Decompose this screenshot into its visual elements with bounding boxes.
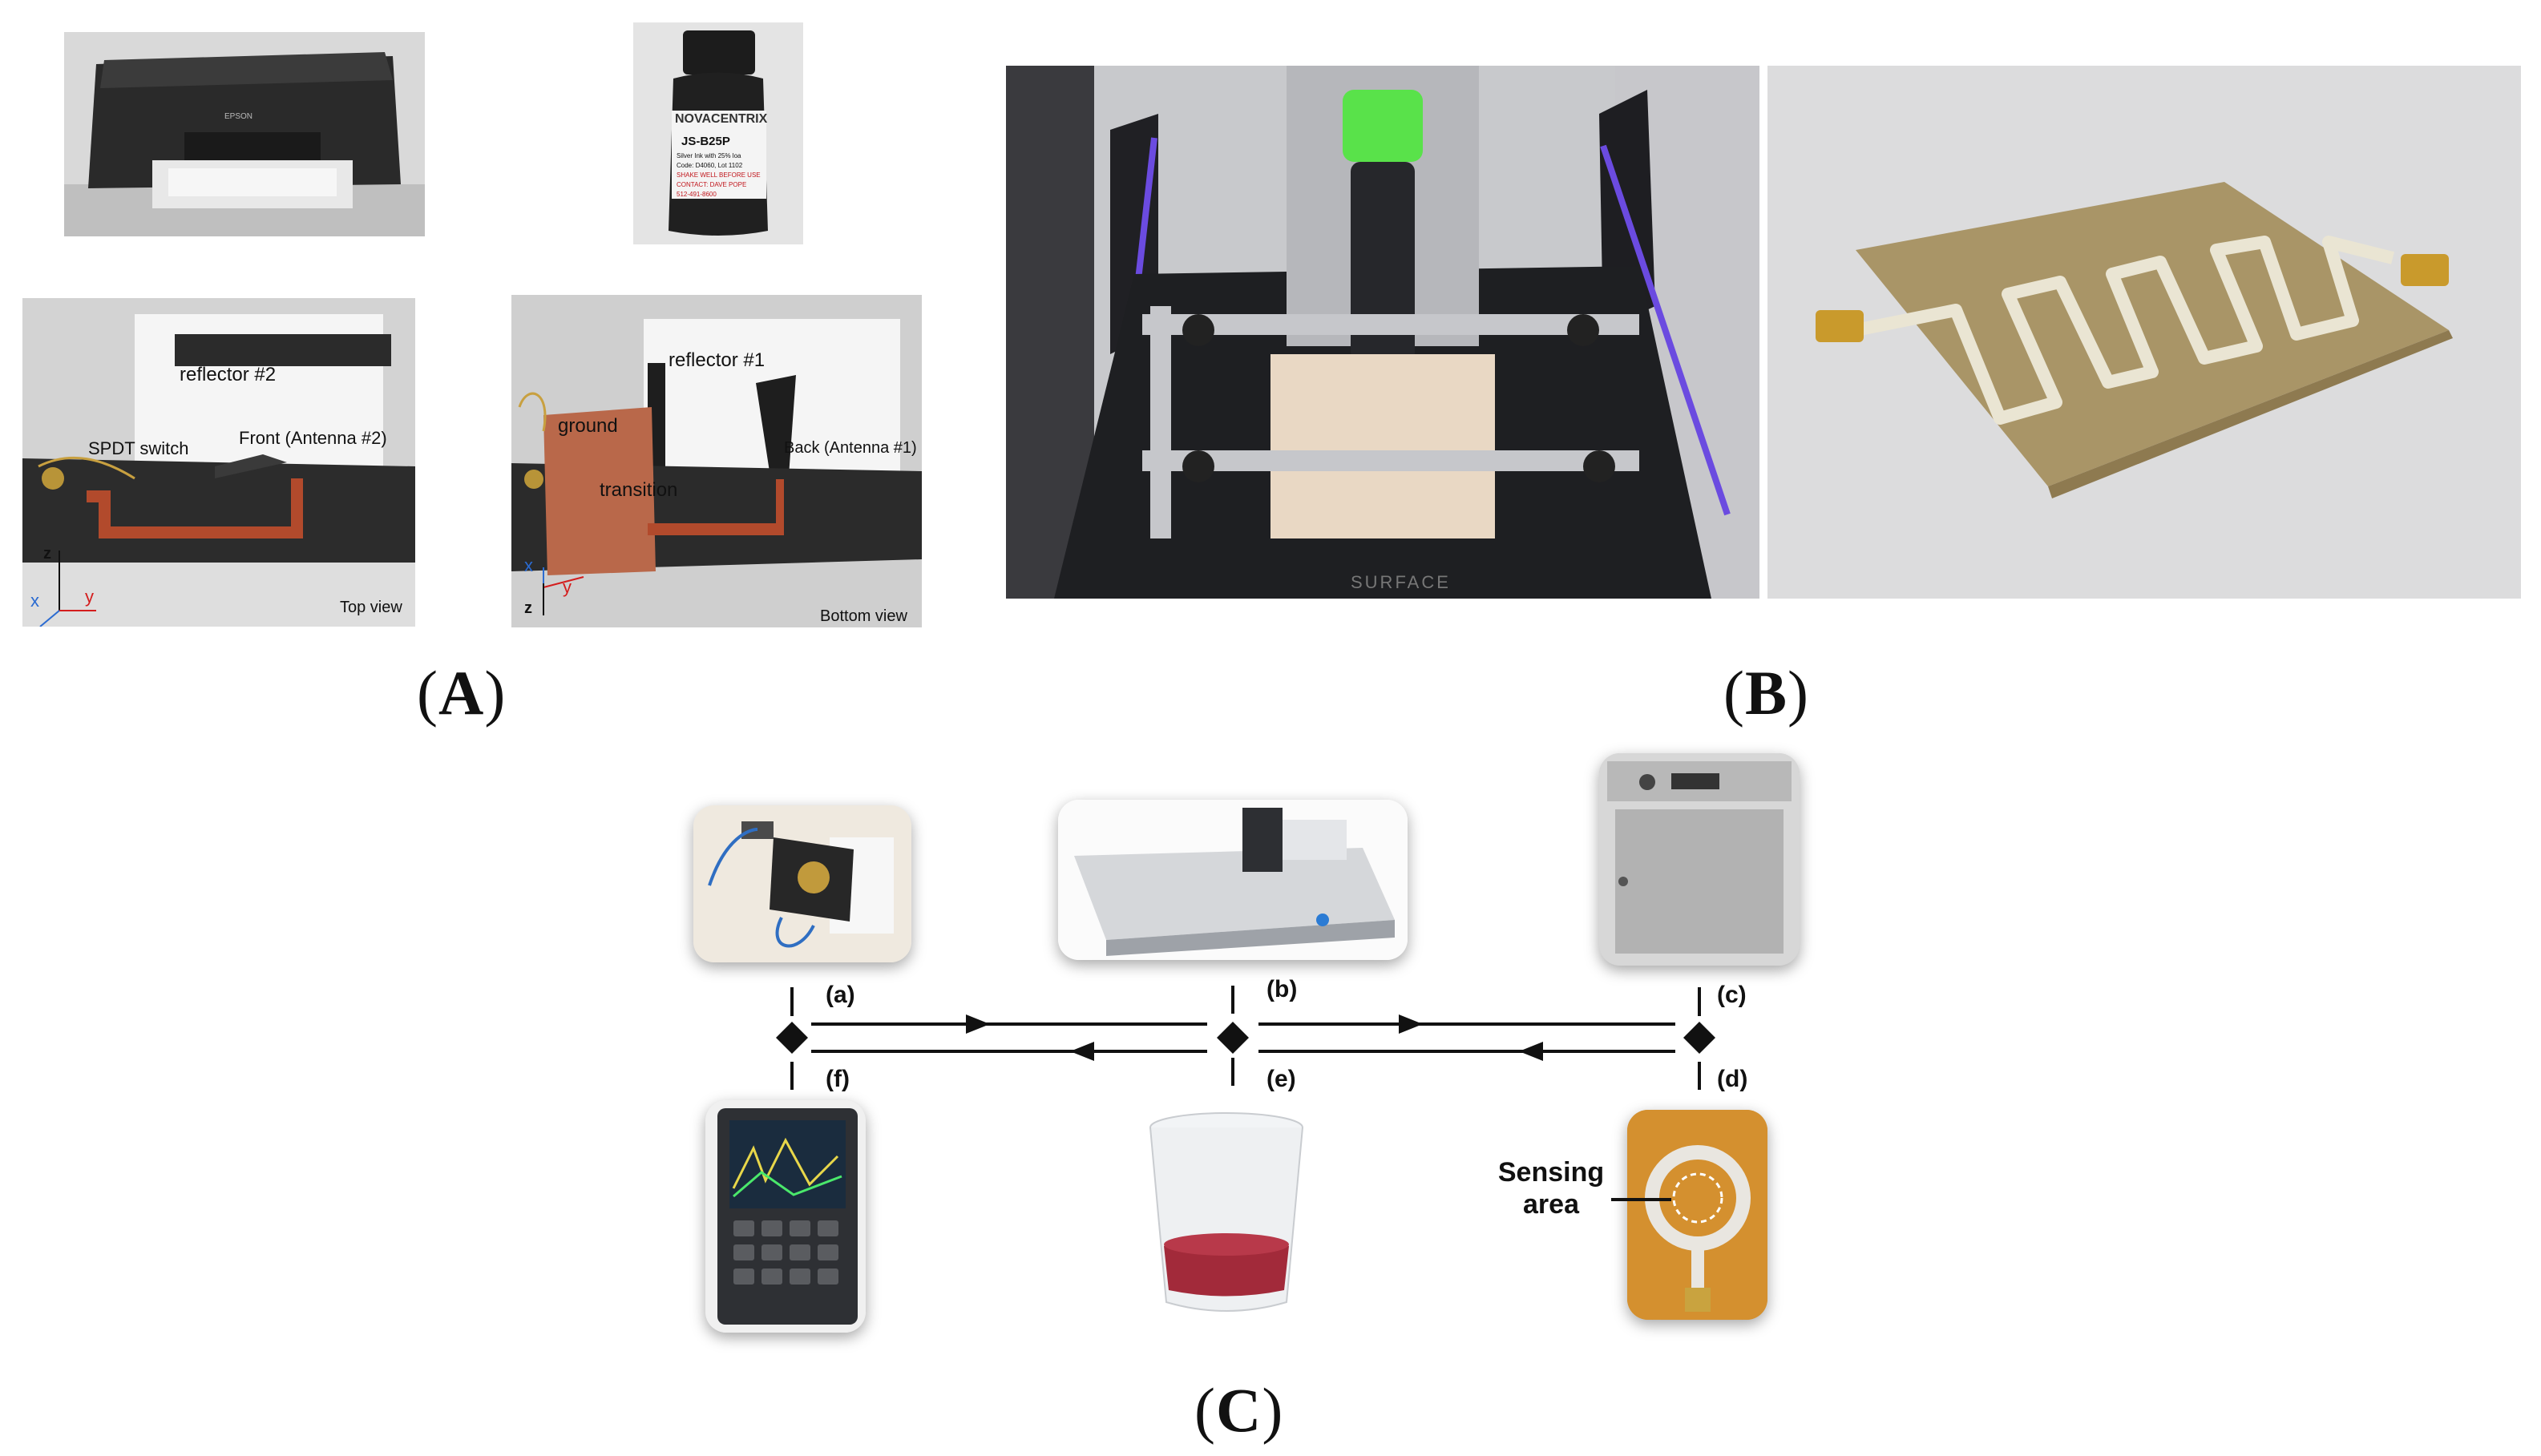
bottle-line-2: Code: D4060, Lot 1102 xyxy=(677,162,743,169)
panel-c-label: (C) xyxy=(1194,1375,1284,1445)
step-d-label: (d) xyxy=(1717,1066,1748,1092)
reflector-1-label: reflector #1 xyxy=(669,349,766,371)
axis-x-label: x xyxy=(30,591,39,611)
ink-bottle-photo: NOVACENTRIX JS-B25P Silver Ink with 25% … xyxy=(633,22,803,244)
front-antenna-label: Front (Antenna #2) xyxy=(239,428,387,448)
machine-text: SURFACE xyxy=(1351,572,1451,592)
oven-photo xyxy=(1599,753,1800,966)
printer-photo: EPSON xyxy=(64,32,425,236)
voltera-printer-photo xyxy=(1058,800,1408,960)
ground-label: ground xyxy=(558,415,618,437)
panel-a-label: (A) xyxy=(417,658,507,728)
axis-y-label: y xyxy=(85,587,94,607)
step-e-label: (e) xyxy=(1266,1066,1296,1092)
bottle-line-5: 512-491-8600 xyxy=(677,191,717,198)
axis-z-label: z xyxy=(524,599,532,617)
network-analyzer-photo xyxy=(705,1100,866,1333)
bottle-line-3: SHAKE WELL BEFORE USE xyxy=(677,171,761,179)
printer-brand: EPSON xyxy=(224,112,253,121)
step-c-label: (c) xyxy=(1717,982,1747,1008)
step-f-label: (f) xyxy=(826,1066,850,1092)
top-view-caption: Top view xyxy=(340,599,402,616)
bottle-brand: NOVACENTRIX xyxy=(675,112,768,126)
sensing-area-label: Sensing area xyxy=(1497,1157,1605,1220)
ring-sensor-photo xyxy=(1627,1110,1767,1320)
transition-label: transition xyxy=(600,479,678,501)
meander-line-sensor-photo xyxy=(1767,66,2521,599)
bottle-line-1: Silver Ink with 25% loa xyxy=(677,152,741,159)
panel-b-label: (B) xyxy=(1723,658,1809,728)
step-a-label: (a) xyxy=(826,982,855,1008)
axis-y-label: y xyxy=(563,577,572,597)
bottom-view-caption: Bottom view xyxy=(820,607,907,625)
bottle-line-4: CONTACT: DAVE POPE xyxy=(677,181,747,188)
spdt-switch-label: SPDT switch xyxy=(88,438,189,458)
test-fixture-photo xyxy=(693,805,911,962)
axis-x-label: x xyxy=(524,555,533,575)
bottle-product: JS-B25P xyxy=(681,135,730,148)
step-b-label: (b) xyxy=(1266,976,1298,1002)
sample-cup-photo xyxy=(1146,1110,1307,1326)
antenna-top-view-photo: reflector #2 SPDT switch Front (Antenna … xyxy=(22,298,415,627)
reflector-2-label: reflector #2 xyxy=(180,364,277,385)
antenna-bottom-view-photo: reflector #1 ground transition Back (Ant… xyxy=(511,295,922,627)
back-antenna-label: Back (Antenna #1) xyxy=(784,439,917,457)
axis-z-label: z xyxy=(43,545,51,563)
dispensing-printer-photo: SURFACE xyxy=(1006,66,1759,599)
